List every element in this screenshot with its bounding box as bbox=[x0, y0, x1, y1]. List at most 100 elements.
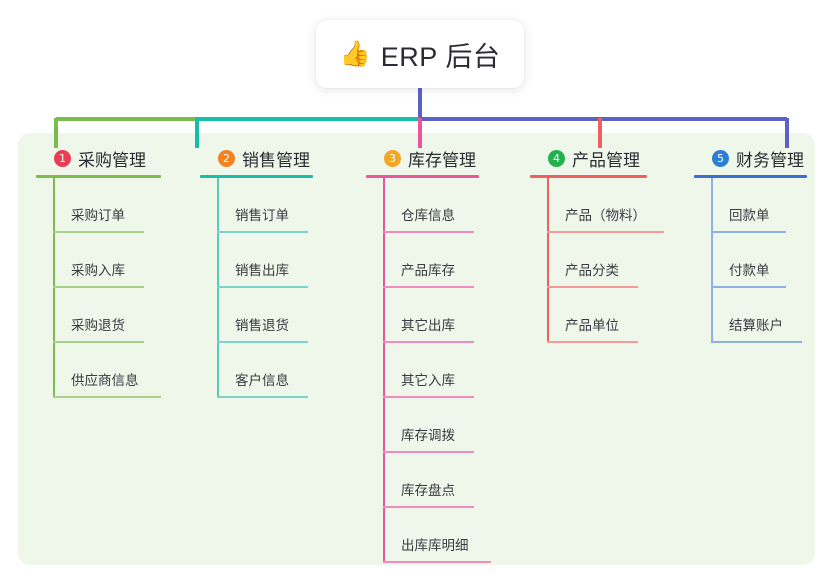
branch-items-5: 回款单 付款单 结算账户 bbox=[694, 178, 807, 343]
leaf-item[interactable]: 销售退货 bbox=[200, 288, 313, 343]
branch-spine-3 bbox=[383, 178, 385, 563]
leaf-label: 其它出库 bbox=[401, 318, 455, 333]
leaf-label: 销售出库 bbox=[235, 263, 289, 278]
branch-spine-4 bbox=[547, 178, 549, 343]
leaf-rule bbox=[217, 341, 308, 343]
branch-rule-5 bbox=[694, 175, 807, 178]
branch-number-badge-5: 5 bbox=[712, 149, 729, 167]
leaf-item[interactable]: 其它入库 bbox=[366, 343, 479, 398]
leaf-label: 客户信息 bbox=[235, 373, 289, 388]
leaf-item[interactable]: 库存调拨 bbox=[366, 398, 479, 453]
leaf-label: 供应商信息 bbox=[71, 373, 139, 388]
leaf-item[interactable]: 采购入库 bbox=[36, 233, 161, 288]
root-node-content: 👍 ERP 后台 bbox=[340, 35, 501, 74]
leaf-label: 销售订单 bbox=[235, 208, 289, 223]
leaf-item[interactable]: 仓库信息 bbox=[366, 178, 479, 233]
branch-title-3: 库存管理 bbox=[408, 150, 476, 170]
leaf-item[interactable]: 其它出库 bbox=[366, 288, 479, 343]
leaf-rule bbox=[547, 341, 638, 343]
branch-column-2: 2 销售管理 销售订单 销售出库 销售退货 客户信息 bbox=[200, 146, 313, 398]
leaf-rule bbox=[217, 231, 308, 233]
leaf-rule bbox=[711, 231, 786, 233]
leaf-item[interactable]: 产品库存 bbox=[366, 233, 479, 288]
leaf-rule bbox=[383, 561, 491, 563]
branch-rule-3 bbox=[366, 175, 479, 178]
leaf-label: 其它入库 bbox=[401, 373, 455, 388]
leaf-rule bbox=[53, 341, 144, 343]
leaf-label: 采购入库 bbox=[71, 263, 125, 278]
branch-number-badge-4: 4 bbox=[548, 149, 565, 167]
leaf-item[interactable]: 客户信息 bbox=[200, 343, 313, 398]
leaf-rule bbox=[383, 451, 474, 453]
branch-header-2[interactable]: 2 销售管理 bbox=[200, 146, 313, 170]
leaf-rule bbox=[53, 231, 144, 233]
leaf-item[interactable]: 出库库明细 bbox=[366, 508, 491, 563]
branch-items-2: 销售订单 销售出库 销售退货 客户信息 bbox=[200, 178, 313, 398]
leaf-rule bbox=[547, 231, 664, 233]
branch-column-4: 4 产品管理 产品（物料） 产品分类 产品单位 bbox=[530, 146, 664, 343]
leaf-label: 产品库存 bbox=[401, 263, 455, 278]
leaf-item[interactable]: 库存盘点 bbox=[366, 453, 479, 508]
leaf-item[interactable]: 结算账户 bbox=[694, 288, 807, 343]
leaf-rule bbox=[383, 231, 474, 233]
leaf-label: 产品（物料） bbox=[565, 208, 646, 223]
thumbs-up-icon: 👍 bbox=[339, 39, 371, 68]
branch-items-1: 采购订单 采购入库 采购退货 供应商信息 bbox=[36, 178, 161, 398]
leaf-rule bbox=[383, 341, 474, 343]
leaf-label: 库存调拨 bbox=[401, 428, 455, 443]
branch-number-badge-2: 2 bbox=[218, 149, 235, 167]
leaf-rule bbox=[53, 286, 144, 288]
branch-title-5: 财务管理 bbox=[736, 150, 804, 170]
leaf-rule bbox=[53, 396, 161, 398]
leaf-item[interactable]: 回款单 bbox=[694, 178, 807, 233]
leaf-label: 结算账户 bbox=[729, 318, 783, 333]
leaf-item[interactable]: 付款单 bbox=[694, 233, 807, 288]
root-node-title: ERP 后台 bbox=[380, 41, 501, 72]
diagram-panel bbox=[18, 133, 815, 565]
branch-rule-2 bbox=[200, 175, 313, 178]
leaf-rule bbox=[217, 286, 308, 288]
leaf-rule bbox=[711, 286, 786, 288]
leaf-item[interactable]: 产品（物料） bbox=[530, 178, 664, 233]
leaf-label: 回款单 bbox=[729, 208, 770, 223]
leaf-label: 采购订单 bbox=[71, 208, 125, 223]
leaf-rule bbox=[711, 341, 802, 343]
leaf-rule bbox=[383, 396, 474, 398]
branch-rule-1 bbox=[36, 175, 161, 178]
branch-spine-1 bbox=[53, 178, 55, 398]
branch-rule-4 bbox=[530, 175, 647, 178]
branch-column-1: 1 采购管理 采购订单 采购入库 采购退货 供应商信息 bbox=[36, 146, 161, 398]
leaf-item[interactable]: 产品单位 bbox=[530, 288, 647, 343]
branch-spine-2 bbox=[217, 178, 219, 398]
branch-items-4: 产品（物料） 产品分类 产品单位 bbox=[530, 178, 664, 343]
leaf-item[interactable]: 供应商信息 bbox=[36, 343, 161, 398]
leaf-rule bbox=[383, 286, 474, 288]
branch-spine-5 bbox=[711, 178, 713, 343]
leaf-rule bbox=[217, 396, 308, 398]
leaf-label: 销售退货 bbox=[235, 318, 289, 333]
branch-number-badge-1: 1 bbox=[54, 149, 71, 167]
branch-number-badge-3: 3 bbox=[384, 149, 401, 167]
leaf-item[interactable]: 销售出库 bbox=[200, 233, 313, 288]
leaf-label: 付款单 bbox=[729, 263, 770, 278]
leaf-label: 采购退货 bbox=[71, 318, 125, 333]
branch-header-1[interactable]: 1 采购管理 bbox=[36, 146, 161, 170]
leaf-item[interactable]: 采购订单 bbox=[36, 178, 161, 233]
branch-header-3[interactable]: 3 库存管理 bbox=[366, 146, 479, 170]
branch-items-3: 仓库信息 产品库存 其它出库 其它入库 库存调拨 库存盘点 bbox=[366, 178, 491, 563]
branch-header-5[interactable]: 5 财务管理 bbox=[694, 146, 807, 170]
branch-title-1: 采购管理 bbox=[78, 150, 146, 170]
leaf-item[interactable]: 采购退货 bbox=[36, 288, 161, 343]
leaf-item[interactable]: 销售订单 bbox=[200, 178, 313, 233]
branch-column-5: 5 财务管理 回款单 付款单 结算账户 bbox=[694, 146, 807, 343]
root-node-card[interactable]: 👍 ERP 后台 bbox=[316, 20, 524, 88]
leaf-label: 仓库信息 bbox=[401, 208, 455, 223]
leaf-label: 库存盘点 bbox=[401, 483, 455, 498]
leaf-label: 产品分类 bbox=[565, 263, 619, 278]
leaf-label: 产品单位 bbox=[565, 318, 619, 333]
leaf-rule bbox=[547, 286, 638, 288]
leaf-item[interactable]: 产品分类 bbox=[530, 233, 647, 288]
branch-header-4[interactable]: 4 产品管理 bbox=[530, 146, 647, 170]
leaf-rule bbox=[383, 506, 474, 508]
